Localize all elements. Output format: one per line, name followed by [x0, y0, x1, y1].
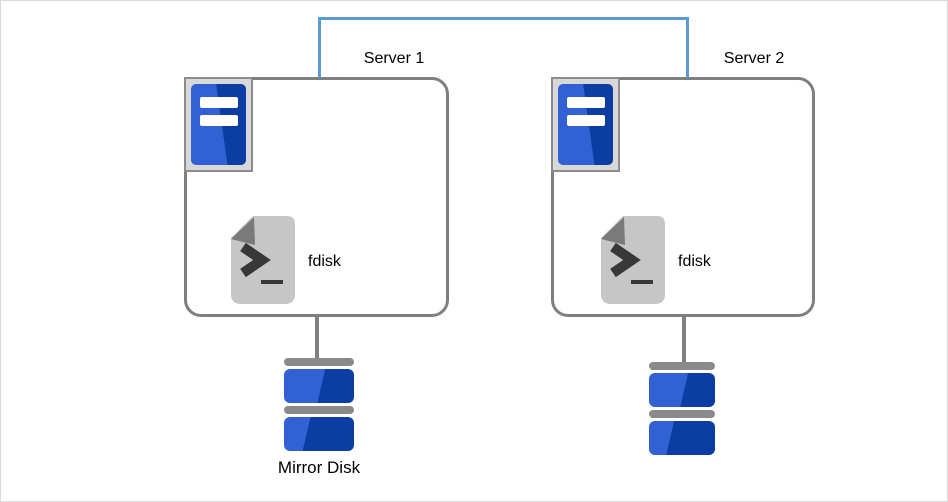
disk-platter — [649, 421, 715, 455]
server-tower-chassis — [558, 84, 613, 165]
server-tower-slot — [200, 115, 238, 126]
disk-platter — [649, 373, 715, 407]
disk-platter — [284, 417, 354, 451]
server-tower-slot — [567, 97, 605, 108]
disk-cap — [284, 358, 354, 366]
server-tower-chassis — [191, 84, 246, 165]
disk-cap — [649, 410, 715, 418]
server-link-horizontal — [318, 17, 689, 20]
disk-connector-right — [682, 314, 686, 363]
server2-label: Server 2 — [723, 50, 785, 67]
server1-label: Server 1 — [363, 50, 425, 67]
disk-cap — [649, 362, 715, 370]
terminal-file-icon — [601, 216, 665, 304]
disk-platter — [284, 369, 354, 403]
server-link-drop-right — [686, 17, 689, 78]
server-tower-icon — [184, 77, 253, 172]
terminal-file-icon — [231, 216, 295, 304]
disk-connector-left — [315, 314, 319, 359]
server-link-drop-left — [318, 17, 321, 78]
tool-label: fdisk — [678, 253, 711, 270]
disk-stack-icon — [649, 362, 715, 455]
disk-stack-icon — [284, 358, 354, 451]
server-tower-icon — [551, 77, 620, 172]
mirror-disk-label: Mirror Disk — [277, 458, 361, 477]
disk-cap — [284, 406, 354, 414]
server-tower-slot — [567, 115, 605, 126]
server-tower-slot — [200, 97, 238, 108]
tool-label: fdisk — [308, 253, 341, 270]
